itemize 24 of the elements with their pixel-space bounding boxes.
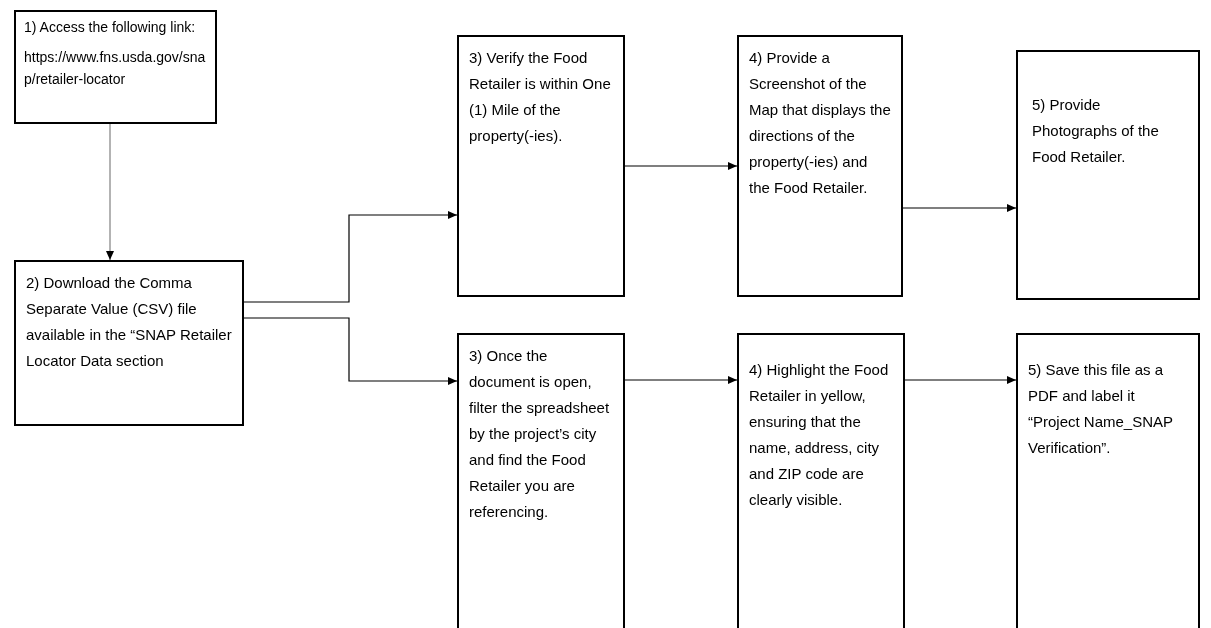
step-text: 5) Save this file as a PDF and label it “Project Name_SNAP Verification”. — [1028, 360, 1174, 458]
process-box — [14, 260, 244, 426]
step-text: 4) Highlight the Food Retailer in yellow, ensuring that the name, address, city and ZIP code are clearly visible. — [749, 360, 890, 510]
step-text: 3) Verify the Food Retailer is within One (1) Mile of the property(-ies). — [469, 48, 612, 146]
process-box — [14, 10, 217, 124]
arrow — [904, 376, 1017, 384]
process-box — [457, 35, 625, 297]
arrow — [624, 376, 738, 384]
arrow — [106, 123, 114, 261]
link-url: https://www.fns.usda.gov/snap/retailer-locator — [24, 48, 207, 89]
step-text: 2) Download the Comma Separate Value (CSV) file available in the “SNAP Retailer Locator Data section — [26, 273, 232, 371]
step-text: 4) Provide a Screenshot of the Map that displays the directions of the property(-ies) and the Food Retailer. — [749, 48, 891, 198]
arrow — [902, 204, 1017, 212]
process-box — [737, 333, 905, 628]
process-box — [737, 35, 903, 297]
process-box — [1016, 333, 1200, 628]
process-box — [1016, 50, 1200, 300]
arrow — [624, 162, 738, 170]
step-text: 5) Provide Photographs of the Food Retailer. — [1032, 95, 1160, 167]
step-text: 3) Once the document is open, filter the spreadsheet by the project’s city and find the Food Retailer you are referencing. — [469, 346, 611, 522]
process-box — [457, 333, 625, 628]
step-text: 1) Access the following link: — [24, 18, 197, 37]
arrow — [243, 211, 458, 303]
arrow — [243, 317, 458, 385]
